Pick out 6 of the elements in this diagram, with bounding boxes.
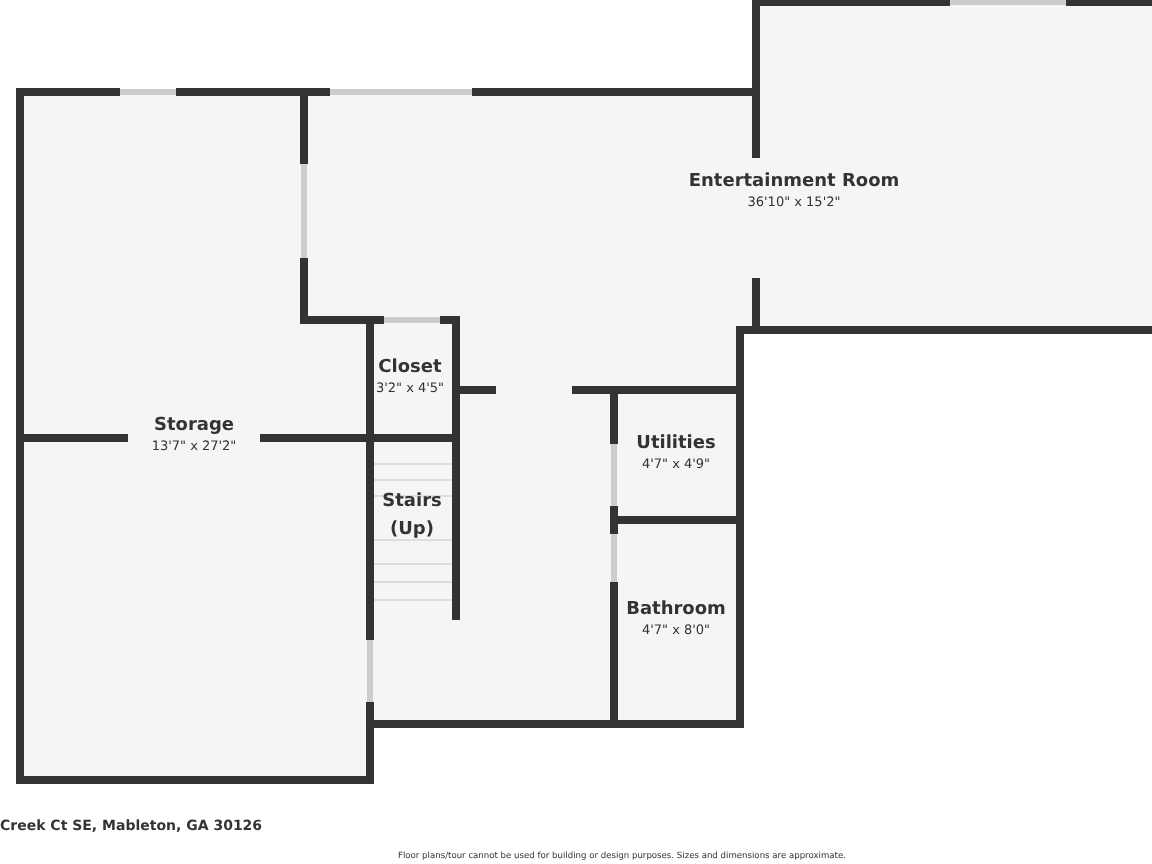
room-name: Stairs (Up): [380, 490, 444, 544]
room-name: Entertainment Room: [688, 170, 900, 194]
room-name: Closet: [378, 356, 442, 380]
room-name: Utilities: [636, 432, 716, 456]
room-name: Storage: [153, 414, 234, 438]
room-name: Bathroom: [626, 598, 726, 622]
